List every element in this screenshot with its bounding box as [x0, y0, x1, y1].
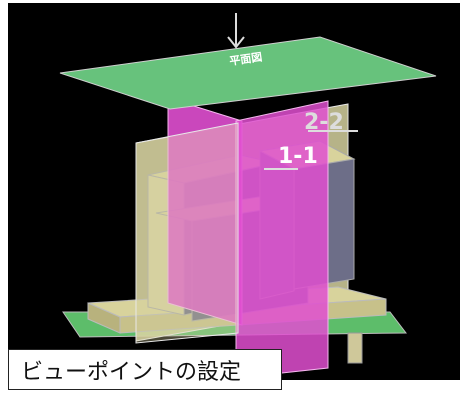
3d-viewport[interactable]: 平面図 2-2 1-1 — [8, 3, 460, 380]
pile-column — [347, 332, 363, 364]
caption-text: ビューポイントの設定 — [21, 359, 242, 385]
model-scene: 平面図 2-2 1-1 — [59, 13, 437, 379]
section-2-2-label: 2-2 — [304, 110, 344, 135]
block-base-side — [87, 302, 121, 334]
section-plane-2-2 — [235, 100, 329, 379]
caption-box: ビューポイントの設定 — [8, 349, 282, 390]
plan-label: 平面図 — [228, 50, 263, 68]
wall-plane-front — [135, 122, 239, 344]
plan-plane — [59, 36, 437, 110]
down-arrow-icon[interactable] — [227, 13, 245, 49]
section-1-1-label: 1-1 — [278, 144, 318, 169]
